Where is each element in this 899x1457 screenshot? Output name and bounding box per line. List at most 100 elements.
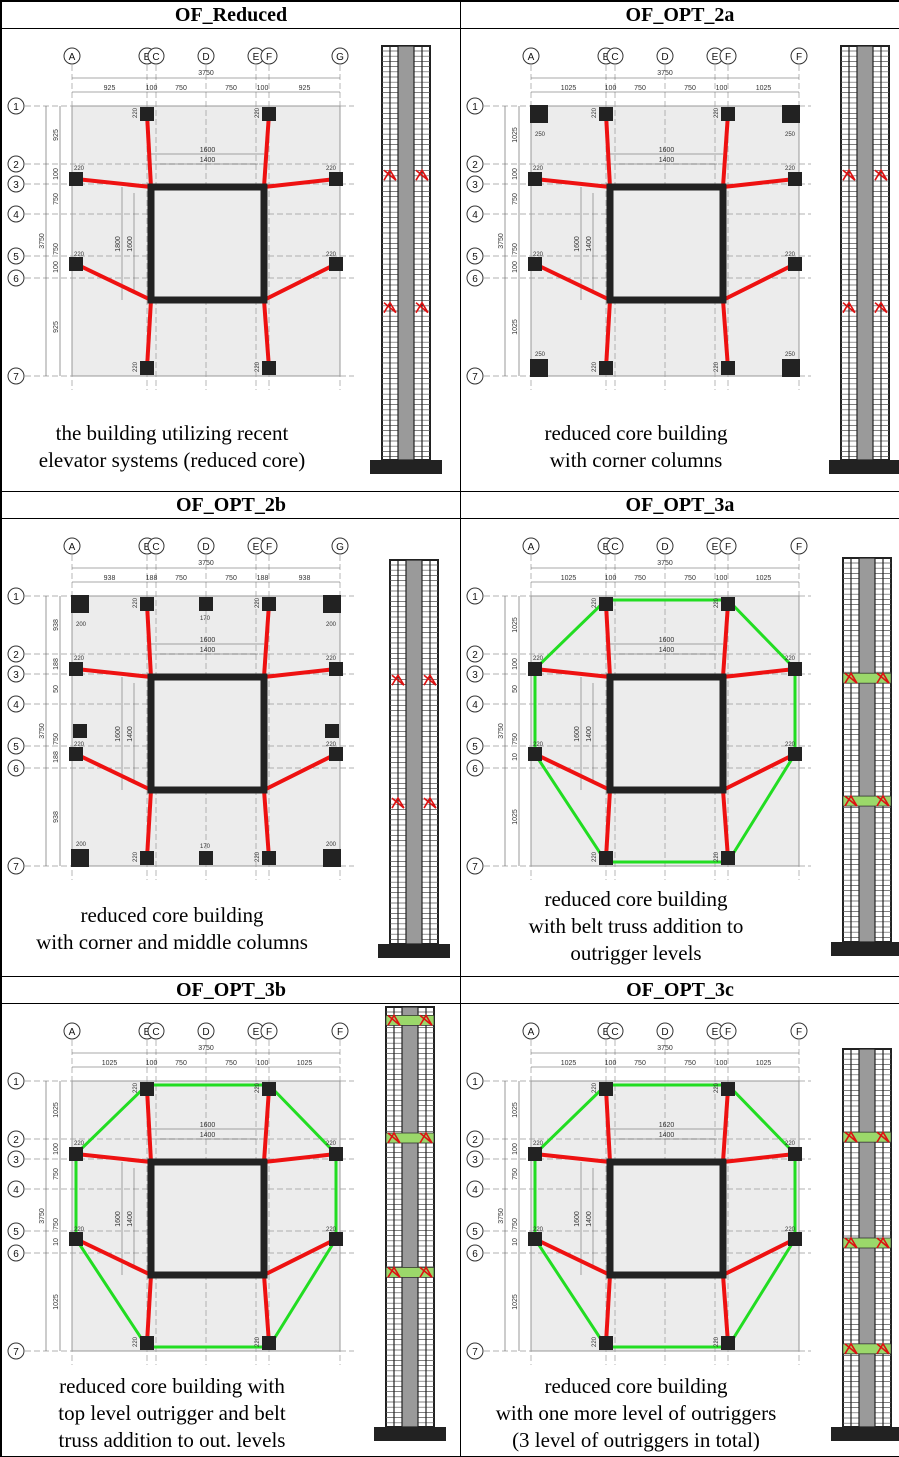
perimeter-column <box>140 1082 154 1096</box>
column-dimension: 220 <box>255 851 261 862</box>
grid-col-label: D <box>661 542 668 553</box>
span-dimension: 750 <box>512 243 519 255</box>
span-dimension: 750 <box>225 575 237 582</box>
outrigger-arm <box>75 667 152 679</box>
grid-col-label: B <box>144 1027 151 1038</box>
panel-title: OF_OPT_3b <box>2 977 460 1004</box>
grid-row-label: 7 <box>472 862 478 873</box>
corner-column <box>782 359 800 377</box>
grid-bubble <box>606 537 624 555</box>
corner-column <box>782 105 800 123</box>
span-dimension: 750 <box>53 1168 60 1180</box>
grid-bubble <box>606 1022 624 1040</box>
core-dimension: 1400 <box>200 157 216 164</box>
perimeter-column <box>788 1147 802 1161</box>
overall-dimension: 3750 <box>657 1045 673 1052</box>
span-dimension: 750 <box>684 575 696 582</box>
grid-row-label: 1 <box>13 102 19 113</box>
grid-col-label: F <box>337 1027 343 1038</box>
overall-dimension: 3750 <box>657 560 673 567</box>
span-dimension: 3750 <box>498 233 505 249</box>
span-dimension: 100 <box>716 85 728 92</box>
grid-col-label: E <box>712 1027 719 1038</box>
belt-truss-band <box>842 1343 892 1355</box>
span-dimension: 1025 <box>512 319 519 335</box>
corner-column <box>530 105 548 123</box>
grid-row-label: 7 <box>13 372 19 383</box>
outrigger-arm <box>75 262 152 302</box>
column-dimension: 220 <box>255 1336 261 1347</box>
grid-bubble <box>147 1022 165 1040</box>
core-dimension: 1600 <box>574 726 581 742</box>
grid-col-label: F <box>796 1027 802 1038</box>
grid-bubble <box>466 1342 484 1360</box>
grid-bubble <box>719 47 737 65</box>
column-dimension: 220 <box>255 107 261 118</box>
perimeter-column <box>140 597 154 611</box>
span-dimension: 938 <box>299 575 311 582</box>
span-dimension: 1025 <box>756 85 772 92</box>
overall-dimension: 3750 <box>198 560 214 567</box>
column-dimension: 220 <box>592 597 598 608</box>
grid-row-label: 5 <box>13 252 19 263</box>
caption-line: outrigger levels <box>570 941 702 965</box>
span-dimension: 10 <box>53 1238 60 1246</box>
span-dimension: 3750 <box>39 723 46 739</box>
perimeter-column <box>528 1147 542 1161</box>
grid-col-label: C <box>611 1027 618 1038</box>
core-shaft <box>858 557 876 943</box>
grid-col-label: A <box>528 1027 535 1038</box>
span-dimension: 938 <box>104 575 116 582</box>
span-dimension: 10 <box>512 753 519 761</box>
span-dimension: 100 <box>257 85 269 92</box>
grid-row-label: 1 <box>472 592 478 603</box>
column-dimension: 220 <box>74 742 85 748</box>
column-dimension: 250 <box>785 352 796 358</box>
elevation-view <box>370 45 442 474</box>
grid-bubble <box>197 47 215 65</box>
corner-column <box>323 849 341 867</box>
outrigger-arm <box>604 603 612 678</box>
core-dimension: 1600 <box>200 1122 216 1129</box>
core-shaft <box>401 1006 419 1428</box>
core-dimension: 1400 <box>200 1132 216 1139</box>
span-dimension: 188 <box>146 575 158 582</box>
caption-line: with corner and middle columns <box>36 930 308 954</box>
outrigger-truss-mark <box>419 1131 433 1144</box>
perimeter-column <box>788 747 802 761</box>
grid-col-label: B <box>144 542 151 553</box>
perimeter-column <box>140 107 154 121</box>
grid-row-label: 3 <box>13 670 19 681</box>
grid-row-label: 4 <box>13 210 19 221</box>
span-dimension: 188 <box>257 575 269 582</box>
grid-bubble <box>719 1022 737 1040</box>
outrigger-arm <box>145 789 153 859</box>
grid-bubble <box>260 537 278 555</box>
grid-bubble <box>7 367 25 385</box>
span-dimension: 925 <box>53 321 60 333</box>
grid-row-label: 7 <box>472 1347 478 1358</box>
span-dimension: 100 <box>512 658 519 670</box>
grid-row-label: 2 <box>472 650 478 661</box>
grid-col-label: C <box>611 52 618 63</box>
grid-row-label: 7 <box>13 1347 19 1358</box>
span-dimension: 1025 <box>512 809 519 825</box>
grid-col-label: B <box>603 542 610 553</box>
span-dimension: 1025 <box>53 1294 60 1310</box>
outrigger-arm <box>145 299 153 369</box>
span-dimension: 100 <box>146 1060 158 1067</box>
outrigger-arm <box>604 789 612 859</box>
outrigger-truss-mark <box>876 671 890 684</box>
span-dimension: 750 <box>175 1060 187 1067</box>
outrigger-truss-mark <box>391 673 405 686</box>
perimeter-column <box>788 257 802 271</box>
grid-bubble <box>7 1342 25 1360</box>
span-dimension: 100 <box>512 168 519 180</box>
column-dimension: 220 <box>74 252 85 258</box>
outrigger-truss-mark <box>842 168 856 181</box>
column-dimension: 220 <box>326 166 337 172</box>
core-dimension: 1600 <box>659 637 675 644</box>
outrigger-arm <box>262 1088 271 1163</box>
grid-row-label: 1 <box>472 1077 478 1088</box>
